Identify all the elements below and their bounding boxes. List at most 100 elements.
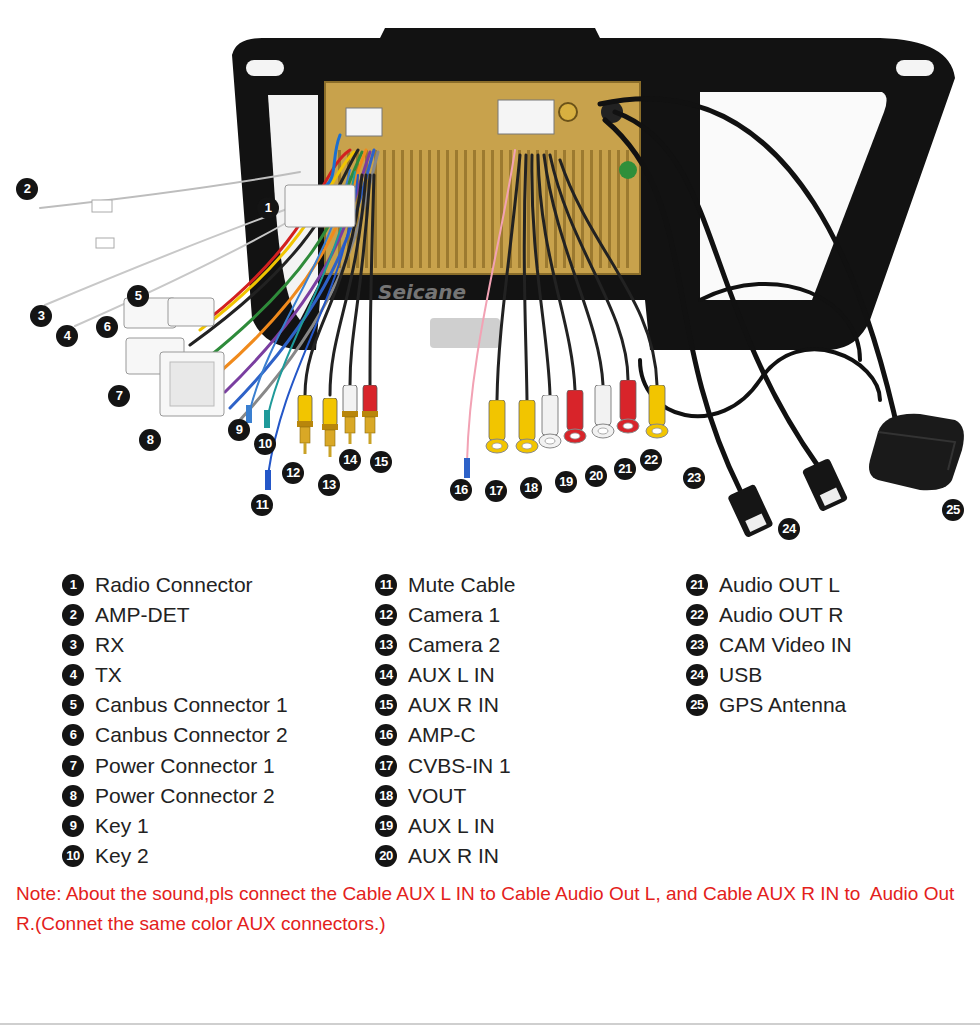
wire-harness-part — [560, 160, 657, 385]
part-number: 23 — [686, 634, 708, 656]
callout-number: 18 — [520, 477, 542, 499]
head-unit-frame-part — [232, 28, 955, 350]
wire-harness-part — [268, 175, 358, 475]
part-number: 10 — [62, 845, 84, 867]
wire-harness-part — [225, 152, 370, 392]
rca-connectors-part — [322, 398, 338, 457]
part-name: Canbus Connector 1 — [95, 692, 288, 718]
head-unit-frame — [232, 28, 955, 350]
part-number: 3 — [62, 634, 84, 656]
rca-connectors-part — [342, 385, 358, 444]
callout-number: 21 — [614, 458, 636, 480]
harness-plugs-part — [168, 298, 214, 326]
callout-number: 8 — [139, 429, 161, 451]
usb-and-gps-part — [802, 458, 849, 512]
callout-number: 6 — [96, 316, 118, 338]
callout-number: 12 — [282, 462, 304, 484]
wire-harness-part — [96, 238, 114, 248]
callout-number: 1 — [257, 197, 279, 219]
callout-number: 11 — [251, 494, 273, 516]
part-number: 5 — [62, 694, 84, 716]
part-name: CAM Video IN — [719, 632, 852, 658]
part-number: 15 — [375, 694, 397, 716]
part-number: 8 — [62, 785, 84, 807]
wire-harness-part — [240, 152, 378, 420]
wire-harness-part — [190, 150, 358, 345]
part-name: Key 2 — [95, 843, 149, 869]
harness-plugs-part — [160, 352, 224, 416]
part-name: Key 1 — [95, 813, 149, 839]
usb-and-gps-part-part — [802, 458, 849, 512]
part-number: 11 — [375, 574, 397, 596]
wire-harness-part — [467, 150, 515, 462]
part-number: 6 — [62, 724, 84, 746]
callout-number: 10 — [254, 433, 276, 455]
callout-number: 23 — [683, 467, 705, 489]
wire-harness-part — [524, 155, 527, 400]
callout-number: 3 — [30, 305, 52, 327]
callout-number: 22 — [640, 449, 662, 471]
usb-and-gps — [727, 414, 964, 538]
head-unit-frame-part — [246, 60, 284, 76]
wire-harness-part — [700, 284, 860, 360]
bottom-rule — [0, 1023, 980, 1025]
part-name: USB — [719, 662, 762, 688]
part-name: CVBS-IN 1 — [408, 753, 511, 779]
callout-number: 15 — [370, 451, 392, 473]
harness-plugs-part — [285, 185, 355, 227]
harness-plugs-part — [170, 362, 214, 406]
watermark: Seicane — [378, 280, 466, 304]
wire-harness-part — [370, 175, 374, 385]
usb-and-gps-part — [727, 484, 774, 538]
wire-harness-part — [497, 155, 520, 400]
gold-chassis-part — [346, 108, 382, 136]
callout-number: 17 — [485, 480, 507, 502]
part-name: Radio Connector — [95, 572, 253, 598]
part-name: Mute Cable — [408, 572, 515, 598]
part-name: AUX R IN — [408, 843, 499, 869]
callout-number: 5 — [127, 285, 149, 307]
usb-and-gps-part — [869, 414, 964, 490]
callout-number: 2 — [16, 178, 38, 200]
wire-harness-part — [220, 150, 366, 372]
part-name: Camera 1 — [408, 602, 500, 628]
head-unit-frame-part — [700, 92, 887, 300]
part-name: AUX L IN — [408, 813, 495, 839]
callout-number: 16 — [450, 479, 472, 501]
gold-chassis-part — [559, 103, 577, 121]
callout-number: 13 — [318, 474, 340, 496]
usb-and-gps-part — [878, 432, 955, 470]
part-name: VOUT — [408, 783, 466, 809]
callout-number: 25 — [942, 499, 964, 521]
rca-connectors — [297, 380, 668, 457]
part-number: 13 — [375, 634, 397, 656]
part-number: 25 — [686, 694, 708, 716]
part-number: 7 — [62, 755, 84, 777]
rca-connectors-part — [516, 400, 538, 453]
rca-connectors-part — [539, 395, 561, 448]
callout-number: 24 — [778, 518, 800, 540]
part-name: AMP-DET — [95, 602, 190, 628]
part-number: 24 — [686, 664, 708, 686]
part-name: AUX L IN — [408, 662, 495, 688]
part-name: Power Connector 1 — [95, 753, 275, 779]
part-number: 9 — [62, 815, 84, 837]
part-number: 2 — [62, 604, 84, 626]
part-name: Canbus Connector 2 — [95, 722, 288, 748]
harness-plugs-part — [265, 470, 271, 490]
part-number: 1 — [62, 574, 84, 596]
head-unit-frame-part — [430, 318, 500, 348]
wire-harness-part — [605, 120, 740, 490]
part-number: 17 — [375, 755, 397, 777]
wire-harness-part — [538, 155, 575, 390]
wire-harness — [40, 99, 900, 490]
rca-connectors-part — [564, 390, 586, 443]
part-name: Power Connector 2 — [95, 783, 275, 809]
part-number: 21 — [686, 574, 708, 596]
callout-number: 20 — [585, 465, 607, 487]
part-name: Camera 2 — [408, 632, 500, 658]
part-name: RX — [95, 632, 124, 658]
rca-connectors-part — [486, 400, 508, 453]
rca-connectors-part — [646, 385, 668, 438]
